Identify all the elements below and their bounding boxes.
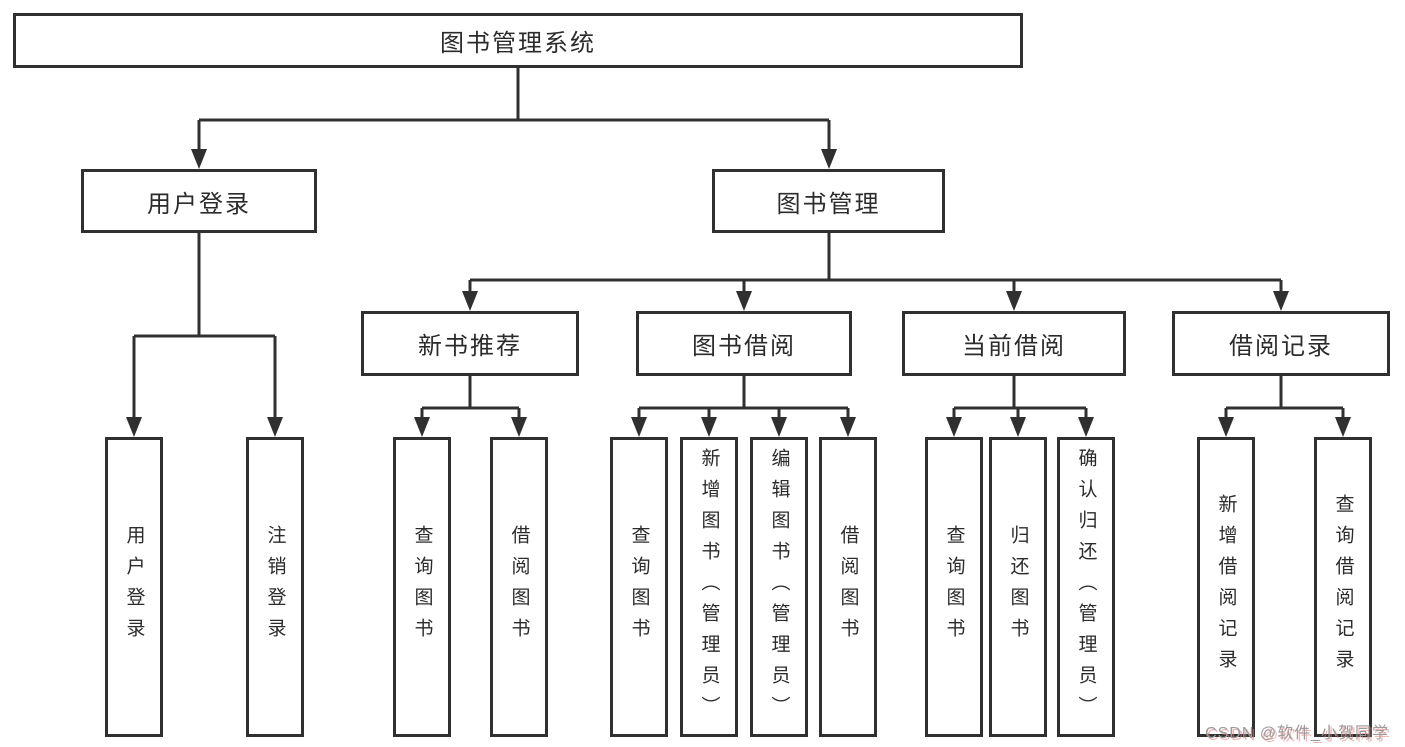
node-leaf-logout: 注销登录 <box>246 437 304 737</box>
node-book-mgmt: 图书管理 <box>712 169 945 233</box>
node-leaf-rec-query-book-label: 查询图书 <box>411 525 433 649</box>
csdn-watermark: CSDN @软件_小贺同学 <box>1205 725 1389 742</box>
node-leaf-cb-return-book-label: 归还图书 <box>1007 525 1029 649</box>
node-current-borrow-label: 当前借阅 <box>962 333 1066 360</box>
node-leaf-cb-query-book-label: 查询图书 <box>943 525 965 649</box>
node-leaf-cb-query-book: 查询图书 <box>925 437 983 737</box>
node-leaf-bb-borrow-book-label: 借阅图书 <box>837 525 859 649</box>
connector-lines <box>132 68 1345 419</box>
node-leaf-logout-label: 注销登录 <box>264 525 286 649</box>
node-leaf-br-add-record: 新增借阅记录 <box>1197 437 1255 737</box>
node-leaf-bb-edit-book-admin: 编辑图书（管理员） <box>750 437 808 737</box>
node-leaf-bb-borrow-book: 借阅图书 <box>819 437 877 737</box>
node-leaf-rec-query-book: 查询图书 <box>393 437 451 737</box>
node-book-borrow: 图书借阅 <box>636 311 852 376</box>
node-user-login-label: 用户登录 <box>147 190 251 218</box>
node-borrow-record: 借阅记录 <box>1172 311 1390 376</box>
node-leaf-cb-return-book: 归还图书 <box>989 437 1047 737</box>
node-user-login: 用户登录 <box>81 169 317 233</box>
node-leaf-cb-confirm-return-admin: 确认归还（管理员） <box>1057 437 1115 737</box>
node-leaf-br-add-record-label: 新增借阅记录 <box>1215 494 1237 680</box>
node-leaf-bb-query-book: 查询图书 <box>610 437 668 737</box>
arrowhead-markers <box>126 149 1351 437</box>
node-root: 图书管理系统 <box>13 13 1023 68</box>
node-current-borrow: 当前借阅 <box>902 311 1126 376</box>
node-leaf-bb-add-book-admin: 新增图书（管理员） <box>680 437 738 737</box>
node-leaf-bb-edit-book-admin-label: 编辑图书（管理员） <box>768 447 790 727</box>
node-new-book-rec-label: 新书推荐 <box>418 333 522 360</box>
node-root-label: 图书管理系统 <box>440 30 596 57</box>
node-new-book-rec: 新书推荐 <box>361 311 579 376</box>
node-leaf-cb-confirm-return-admin-label: 确认归还（管理员） <box>1075 447 1097 727</box>
node-borrow-record-label: 借阅记录 <box>1229 333 1333 360</box>
node-leaf-user-login: 用户登录 <box>105 437 163 737</box>
node-leaf-rec-borrow-book: 借阅图书 <box>490 437 548 737</box>
node-leaf-br-query-record: 查询借阅记录 <box>1314 437 1372 737</box>
node-leaf-bb-add-book-admin-label: 新增图书（管理员） <box>698 447 720 727</box>
node-book-mgmt-label: 图书管理 <box>776 190 881 218</box>
node-leaf-rec-borrow-book-label: 借阅图书 <box>508 525 530 649</box>
node-book-borrow-label: 图书借阅 <box>692 333 796 360</box>
node-leaf-bb-query-book-label: 查询图书 <box>628 525 650 649</box>
node-leaf-user-login-label: 用户登录 <box>123 525 145 649</box>
node-leaf-br-query-record-label: 查询借阅记录 <box>1332 494 1354 680</box>
